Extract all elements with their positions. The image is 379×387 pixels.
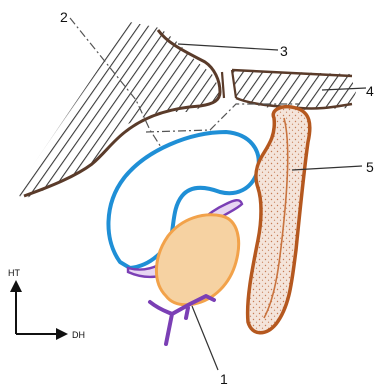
- axis-label-horizontal: DH: [72, 330, 85, 340]
- label-2: 2: [60, 9, 68, 25]
- brown-structure: [248, 107, 310, 333]
- label-4: 4: [366, 83, 374, 99]
- orientation-axes: HT DH: [8, 268, 85, 340]
- leader-line-3: [178, 44, 278, 50]
- axis-label-vertical: HT: [8, 268, 20, 278]
- label-1: 1: [220, 371, 228, 387]
- label-3: 3: [280, 43, 288, 59]
- up-arrow-icon: [10, 280, 22, 292]
- leader-line-1: [192, 306, 218, 370]
- label-5: 5: [366, 159, 374, 175]
- right-arrow-icon: [56, 328, 68, 340]
